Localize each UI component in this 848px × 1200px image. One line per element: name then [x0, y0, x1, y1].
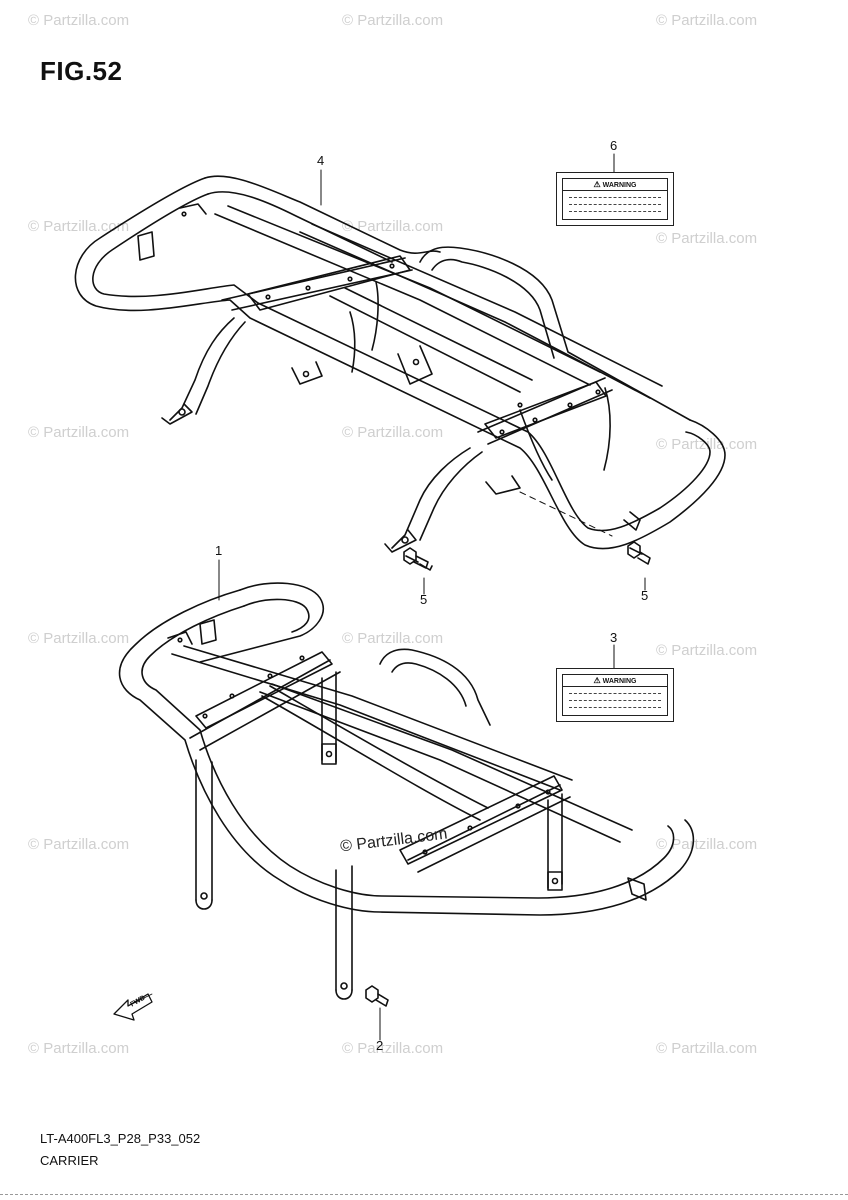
callout-part-5[interactable]: 5: [641, 588, 649, 603]
watermark: © Partzilla.com: [28, 424, 130, 441]
callout-part-1[interactable]: 1: [215, 543, 223, 558]
watermark: © Partzilla.com: [28, 1040, 130, 1057]
warning-text: WARNING: [602, 182, 637, 189]
watermark: © Partzilla.com: [342, 630, 444, 647]
section-name: CARRIER: [40, 1153, 99, 1168]
watermark: © Partzilla.com: [342, 218, 444, 235]
watermark: © Partzilla.com: [342, 12, 444, 29]
callout-part-6[interactable]: 6: [610, 138, 618, 153]
warning-label-heading: ⚠ WARNING: [563, 179, 667, 191]
fwd-arrow-icon: [113, 993, 153, 1021]
watermark: © Partzilla.com: [28, 630, 130, 647]
warning-text: WARNING: [602, 678, 637, 685]
bolt-5-left: [403, 547, 433, 571]
watermark: © Partzilla.com: [656, 12, 758, 29]
warning-label-heading: ⚠ WARNING: [563, 675, 667, 687]
callout-part-4[interactable]: 4: [317, 153, 325, 168]
callout-part-3[interactable]: 3: [610, 630, 618, 645]
watermark: © Partzilla.com: [656, 642, 758, 659]
bolt-5-right: [627, 541, 651, 565]
model-code: LT-A400FL3_P28_P33_052: [40, 1131, 201, 1146]
warning-label-6: ⚠ WARNING: [556, 172, 674, 226]
callout-part-5[interactable]: 5: [420, 592, 428, 607]
watermark: © Partzilla.com: [342, 1040, 444, 1057]
callout-part-2[interactable]: 2: [376, 1038, 384, 1053]
watermark: © Partzilla.com: [656, 230, 758, 247]
bolt-2: [365, 985, 389, 1007]
watermark: © Partzilla.com: [28, 12, 130, 29]
warning-label-3: ⚠ WARNING: [556, 668, 674, 722]
watermark: © Partzilla.com: [28, 218, 130, 235]
figure-title: FIG.52: [40, 56, 123, 86]
bottom-rule: [0, 1194, 848, 1195]
watermark: © Partzilla.com: [656, 836, 758, 853]
watermark: © Partzilla.com: [28, 836, 130, 853]
watermark: © Partzilla.com: [656, 1040, 758, 1057]
rear-carrier-drawing: [118, 582, 695, 1000]
watermark: © Partzilla.com: [342, 424, 444, 441]
front-carrier-drawing: [74, 175, 726, 553]
